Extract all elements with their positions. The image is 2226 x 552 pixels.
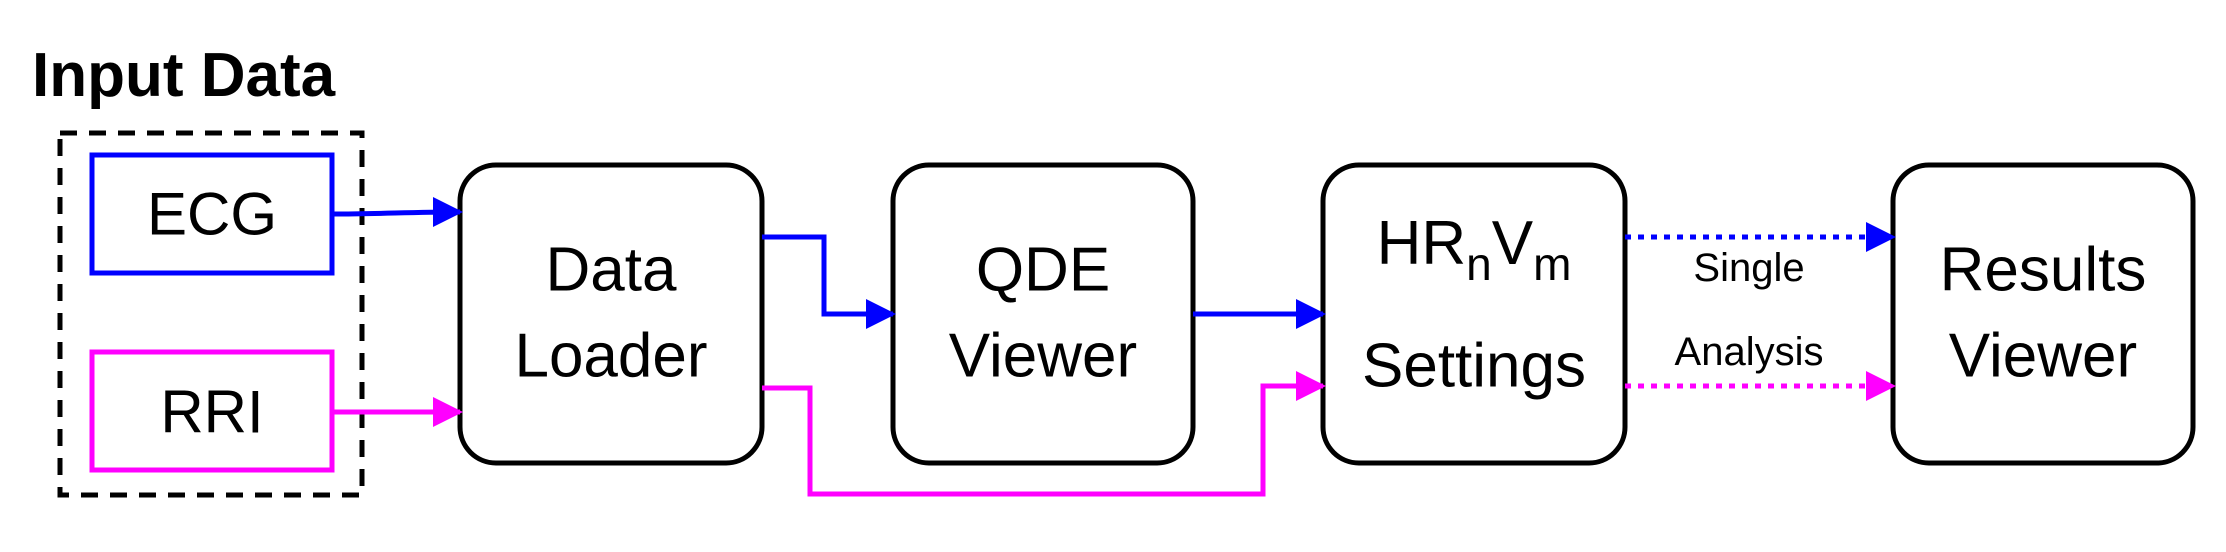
data-loader-label-line1: Data [546,236,677,305]
edge-label-analysis: Analysis [1675,330,1824,374]
hrv-settings-label-line2: Settings [1362,332,1586,401]
qde-viewer-label-line1: QDE [976,236,1110,305]
rri-label: RRI [160,379,263,446]
hrv-settings-box [1320,162,1628,466]
edge-data-loader-to-hrv-settings [762,371,1326,497]
input-data-title: Input Data [32,41,336,110]
qde-viewer-label-line2: Viewer [949,322,1137,391]
results-viewer-box [1890,162,2196,466]
results-viewer-label-line1: Results [1940,236,2147,305]
edge-label-single: Single [1693,246,1804,290]
hrv-sub-n: n [1466,238,1492,290]
data-loader-label-line2: Loader [514,322,707,391]
hrv-sub-m: m [1533,238,1571,290]
hrv-settings-label-line1: HRnVm [1377,209,1572,290]
ecg-label: ECG [147,181,277,248]
hrv-hr-text: HR [1377,209,1467,278]
edge-ecg-to-data-loader [331,197,463,228]
results-viewer-label-line2: Viewer [1949,322,2137,391]
hrv-v-text: V [1492,209,1534,278]
data-loader-box [457,162,765,466]
qde-viewer-box [890,162,1196,466]
edge-data-loader-to-qde-viewer [762,234,896,329]
input-data-group [57,130,365,498]
